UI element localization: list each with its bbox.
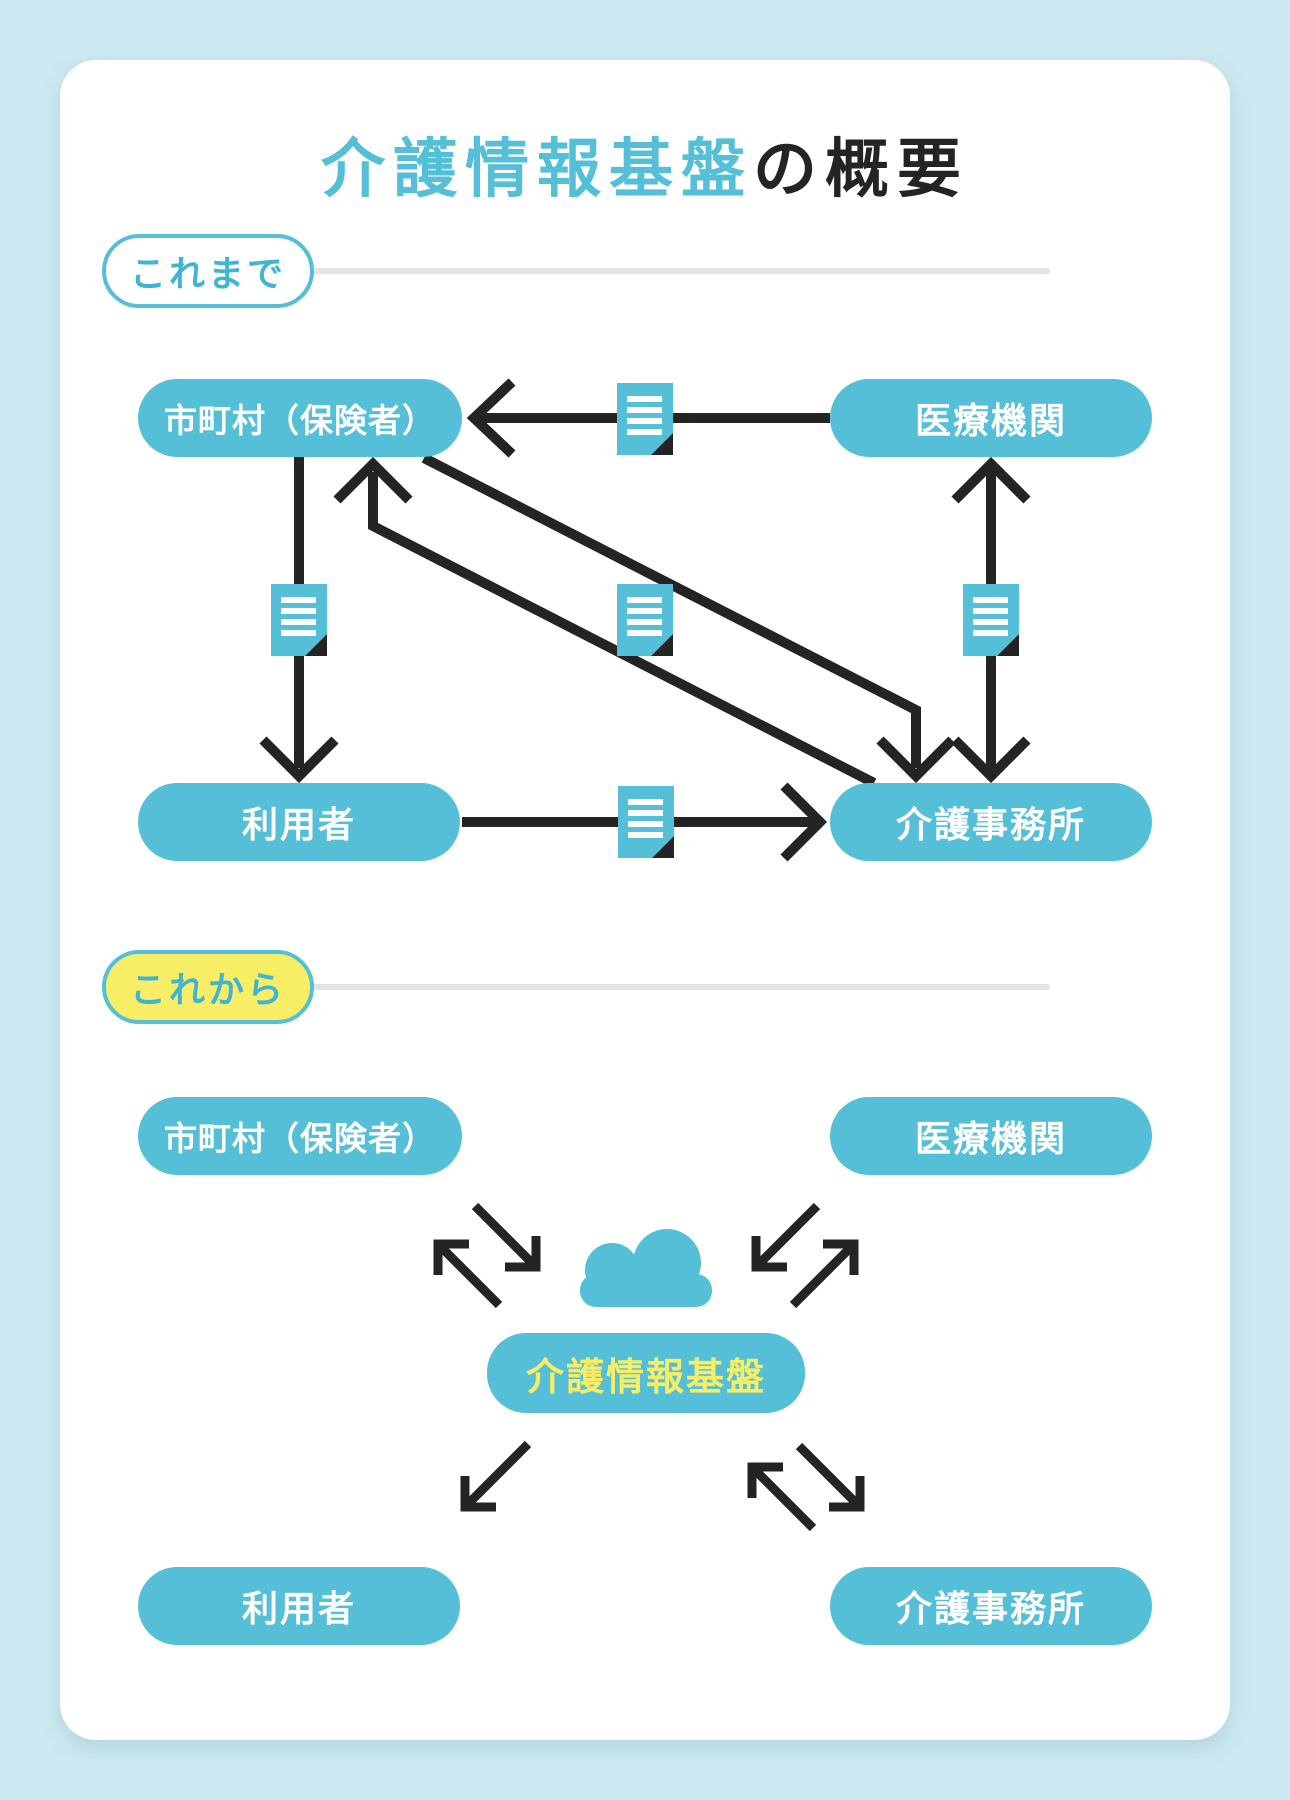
document-icon — [617, 383, 673, 455]
document-icon — [617, 584, 673, 656]
node-after-platform-hub: 介護情報基盤 — [487, 1333, 805, 1413]
document-icon — [963, 584, 1019, 656]
document-icon — [271, 584, 327, 656]
node-before-user: 利用者 — [138, 783, 460, 861]
cloud-icon — [580, 1229, 712, 1307]
content-card — [60, 60, 1230, 1740]
arrow-municipality-to-care-office — [421, 453, 956, 784]
page-title: 介護情報基盤の概要 — [0, 118, 1290, 210]
arrow-care-office-platform-bidirectional — [747, 1442, 865, 1532]
node-after-care-office: 介護事務所 — [830, 1567, 1152, 1645]
section-divider-before — [310, 268, 1050, 274]
arrow-medical-platform-bidirectional — [751, 1202, 859, 1309]
section-badge-before: これまで — [102, 234, 314, 308]
page-title-accent: 介護情報基盤 — [321, 133, 753, 207]
node-before-medical: 医療機関 — [830, 379, 1152, 457]
arrow-municipality-platform-bidirectional — [433, 1202, 541, 1309]
document-icon — [618, 786, 674, 858]
node-before-municipality: 市町村（保険者） — [138, 379, 462, 457]
section-badge-after: これから — [102, 950, 314, 1024]
node-after-municipality: 市町村（保険者） — [138, 1097, 462, 1175]
arrow-platform-to-user — [460, 1440, 532, 1512]
node-after-user: 利用者 — [138, 1567, 460, 1645]
node-after-medical: 医療機関 — [830, 1097, 1152, 1175]
node-before-care-office: 介護事務所 — [830, 783, 1152, 861]
arrow-care-office-to-municipality — [333, 456, 877, 788]
page-title-rest: の概要 — [753, 133, 969, 207]
section-divider-after — [310, 984, 1050, 990]
